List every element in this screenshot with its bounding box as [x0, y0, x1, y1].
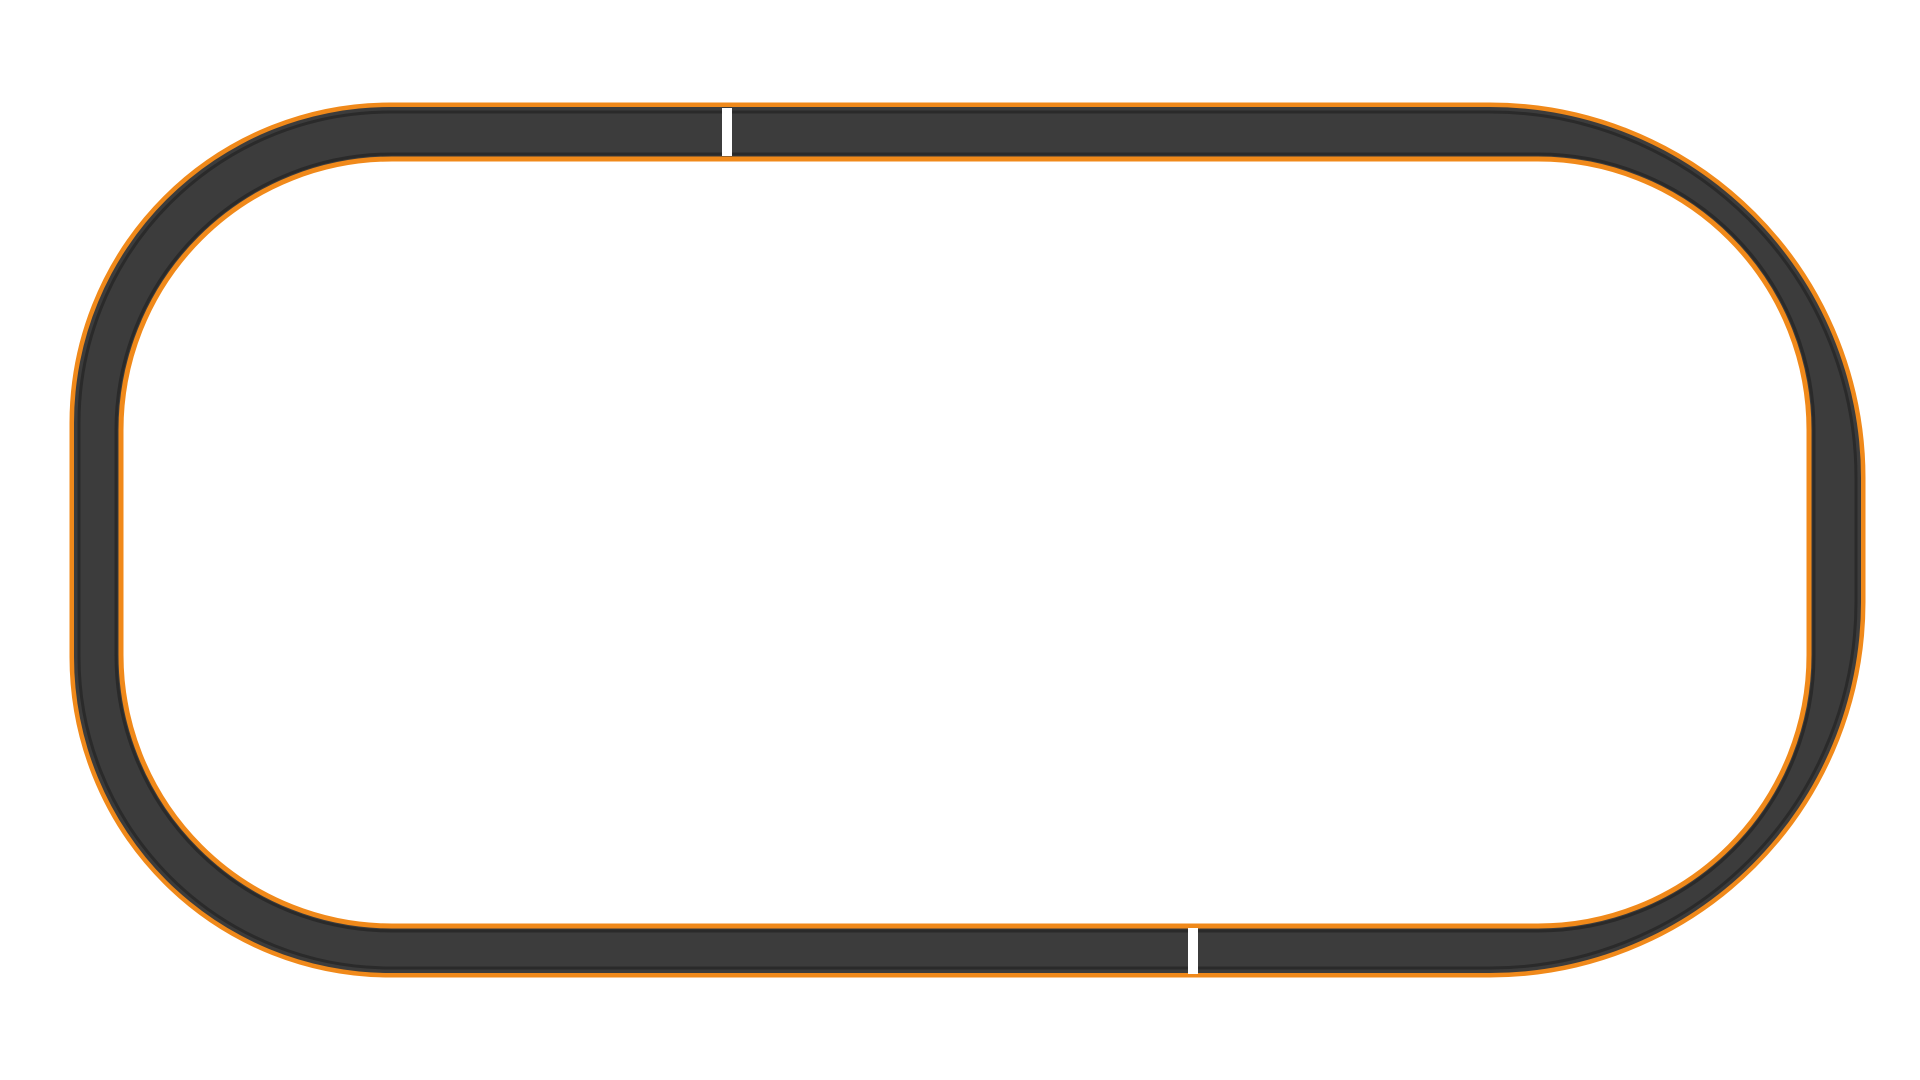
track-outer-edge: [77, 110, 1858, 970]
start-finish-line: [722, 108, 732, 156]
checkpoint-line: [1188, 928, 1198, 974]
track-inner-edge: [114, 152, 1816, 933]
track-inner-border: [118, 156, 1812, 929]
track-surface: [74, 107, 1861, 973]
track-outer-border: [69, 102, 1866, 978]
